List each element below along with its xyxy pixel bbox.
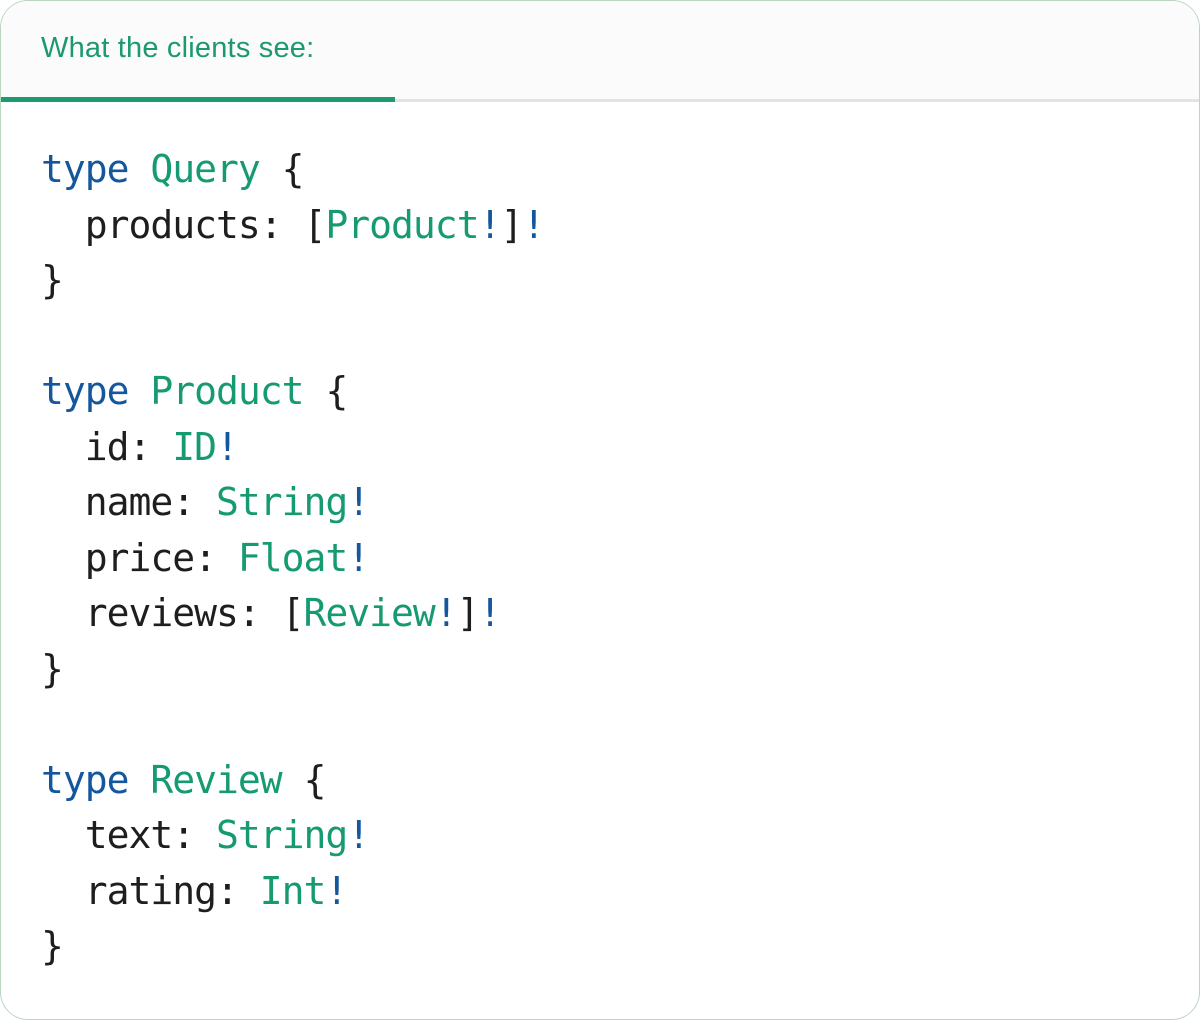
code-line: } — [41, 258, 64, 302]
code-line: } — [41, 924, 64, 968]
code-line: type Query { — [41, 147, 305, 191]
tab-what-clients-see[interactable]: What the clients see: — [1, 1, 358, 99]
code-line: products: [Product!]! — [41, 202, 545, 247]
tab-bar: What the clients see: — [1, 1, 1199, 102]
code-line: type Review { — [41, 757, 326, 802]
code-line: name: String! — [41, 480, 370, 524]
code-line: reviews: [Review!]! — [41, 591, 502, 635]
code-line: text: String! — [41, 813, 370, 857]
active-tab-indicator — [1, 97, 395, 102]
code-line: type Product { — [41, 369, 348, 413]
code-line: price: Float! — [41, 535, 370, 580]
code-line: id: ID! — [41, 424, 239, 469]
code-line — [41, 309, 1169, 365]
code-line: } — [41, 646, 64, 691]
code-line: rating: Int! — [41, 868, 349, 913]
tab-label: What the clients see: — [41, 31, 315, 64]
graphql-code-block: type Query { products: [Product!]!} type … — [1, 102, 1199, 975]
code-line — [41, 697, 1169, 753]
